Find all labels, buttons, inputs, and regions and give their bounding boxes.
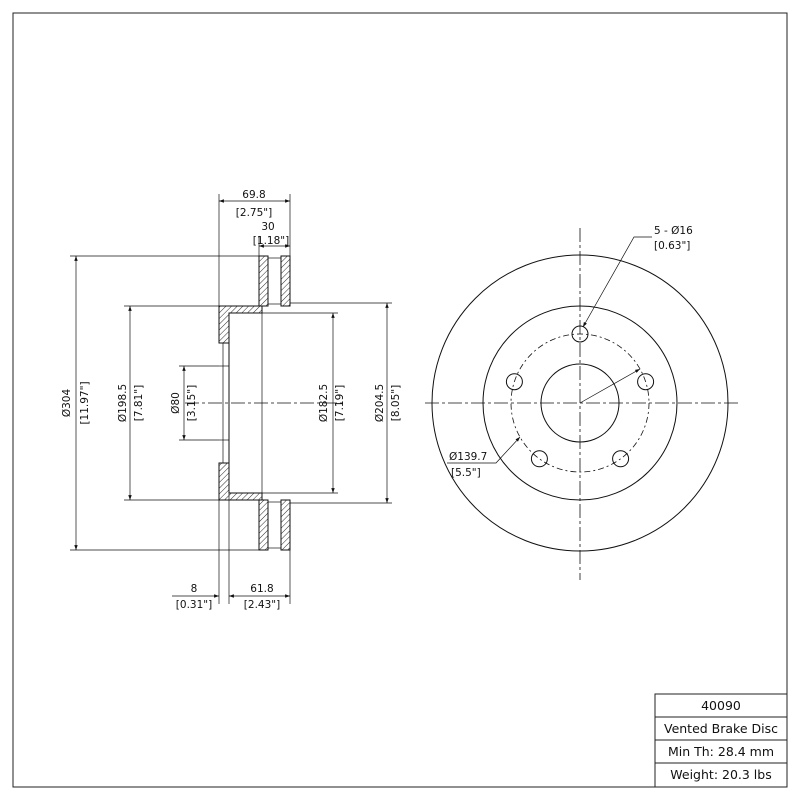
disc-thickness-inch: [1.18"] xyxy=(253,235,289,247)
bolt-hole xyxy=(571,325,589,343)
hat-thickness-inch: [0.31"] xyxy=(176,599,212,611)
rotor-inner-plate-bottom xyxy=(258,499,269,551)
center-bore-circle xyxy=(540,363,620,443)
rotor-outer-circle xyxy=(431,254,729,552)
hat-outer-circle xyxy=(482,305,678,501)
outer-diameter-inch: [11.97"] xyxy=(79,381,91,424)
overall-height-inch: [2.75"] xyxy=(236,207,272,219)
hat-section-top xyxy=(218,305,263,344)
center-bore-value: Ø80 xyxy=(170,392,182,414)
bolt-circle-value: Ø139.7 xyxy=(449,451,487,463)
bolt-circle xyxy=(510,333,650,473)
rotor-outer-plate-top xyxy=(280,255,291,307)
part-number: 40090 xyxy=(701,698,741,713)
disc-thickness-value: 30 xyxy=(261,221,274,233)
bolt-circle-inch: [5.5"] xyxy=(451,467,481,479)
bolt-hole xyxy=(505,373,523,391)
minimum-thickness: Min Th: 28.4 mm xyxy=(668,744,774,759)
rotor-inner-plate-top xyxy=(258,255,269,307)
hat-thickness-value: 8 xyxy=(191,583,198,595)
front-view: 5 - Ø16 [0.63"] Ø139.7 [5.5"] xyxy=(425,225,740,580)
drawing-border xyxy=(12,12,788,788)
bolt-holes-inch: [0.63"] xyxy=(654,240,690,252)
bolt-hole xyxy=(530,450,548,468)
hat-diameter-inch: [7.81"] xyxy=(133,385,145,421)
vane-diameter-inch: [8.05"] xyxy=(390,385,402,421)
bolt-holes-value: 5 - Ø16 xyxy=(654,225,693,237)
section-view xyxy=(185,255,345,551)
inner-diameter-value: Ø182.5 xyxy=(318,384,330,422)
title-block: 40090 Vented Brake Disc Min Th: 28.4 mm … xyxy=(654,693,788,788)
bolt-hole xyxy=(612,450,630,468)
part-description: Vented Brake Disc xyxy=(664,721,778,736)
weight: Weight: 20.3 lbs xyxy=(670,767,771,782)
overall-height-value: 69.8 xyxy=(242,189,265,201)
hat-section-bottom xyxy=(218,462,263,501)
hat-depth-value: 61.8 xyxy=(250,583,273,595)
rotor-outer-plate-bottom xyxy=(280,499,291,551)
outer-diameter-value: Ø304 xyxy=(61,389,73,418)
center-bore-inch: [3.15"] xyxy=(186,385,198,421)
bolt-hole xyxy=(637,373,655,391)
hat-depth-inch: [2.43"] xyxy=(244,599,280,611)
vane-diameter-value: Ø204.5 xyxy=(374,384,386,422)
inner-diameter-inch: [7.19"] xyxy=(334,385,346,421)
hat-diameter-value: Ø198.5 xyxy=(117,384,129,422)
section-dimensions: 69.8 [2.75"] 30 [1.18"] Ø304 [11.97"] Ø1… xyxy=(61,189,402,611)
